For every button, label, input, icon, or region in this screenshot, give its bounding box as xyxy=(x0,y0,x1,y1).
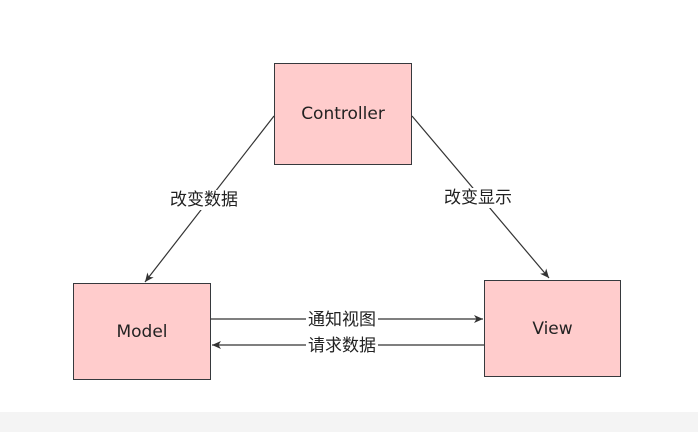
edge-label-notify-view: 通知视图 xyxy=(306,310,378,330)
bottom-strip xyxy=(0,412,698,432)
model-node: Model xyxy=(73,283,211,380)
view-node: View xyxy=(484,280,621,377)
model-label: Model xyxy=(116,321,168,342)
edge-label-request-data: 请求数据 xyxy=(306,336,378,356)
edge-label-change-display: 改变显示 xyxy=(442,188,514,208)
controller-label: Controller xyxy=(301,104,385,124)
view-label: View xyxy=(532,318,573,339)
controller-node: Controller xyxy=(274,63,412,165)
edge-label-change-data: 改变数据 xyxy=(168,190,240,210)
